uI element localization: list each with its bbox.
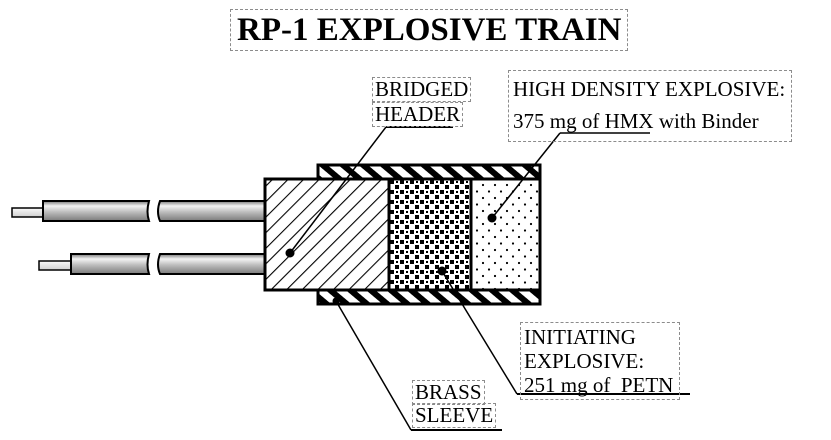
label-initiating-line3: 251 mg of PETN xyxy=(524,373,674,397)
bridged-header-body xyxy=(263,177,391,292)
label-initiating-explosive: INITIATING EXPLOSIVE: 251 mg of PETN xyxy=(520,322,681,400)
leader-high-density-explosive xyxy=(487,132,650,223)
lead-wire-lower xyxy=(38,253,267,275)
label-high-density-line1: HIGH DENSITY EXPLOSIVE: xyxy=(513,77,786,101)
label-bridged-header-line2: HEADER xyxy=(372,102,464,128)
label-bridged-header-line1: BRIDGED xyxy=(372,77,472,103)
label-brass-sleeve-line2: SLEEVE xyxy=(412,403,497,429)
lead-wire-upper xyxy=(11,200,267,222)
leader-initiating-explosive xyxy=(437,266,690,395)
label-high-density-explosive: HIGH DENSITY EXPLOSIVE: 375 mg of HMX wi… xyxy=(508,70,793,142)
label-brass-sleeve-line1: BRASS xyxy=(412,380,485,406)
diagram-title: RP-1 EXPLOSIVE TRAIN xyxy=(230,9,629,51)
label-initiating-line2: EXPLOSIVE: xyxy=(524,349,645,373)
high-density-explosive-charge xyxy=(469,177,542,292)
label-high-density-line2: 375 mg of HMX with Binder xyxy=(513,109,759,133)
brass-sleeve-bottom xyxy=(316,288,542,306)
label-initiating-line1: INITIATING xyxy=(524,325,636,349)
initiating-explosive-charge xyxy=(387,177,473,292)
leader-brass-sleeve xyxy=(332,297,502,431)
